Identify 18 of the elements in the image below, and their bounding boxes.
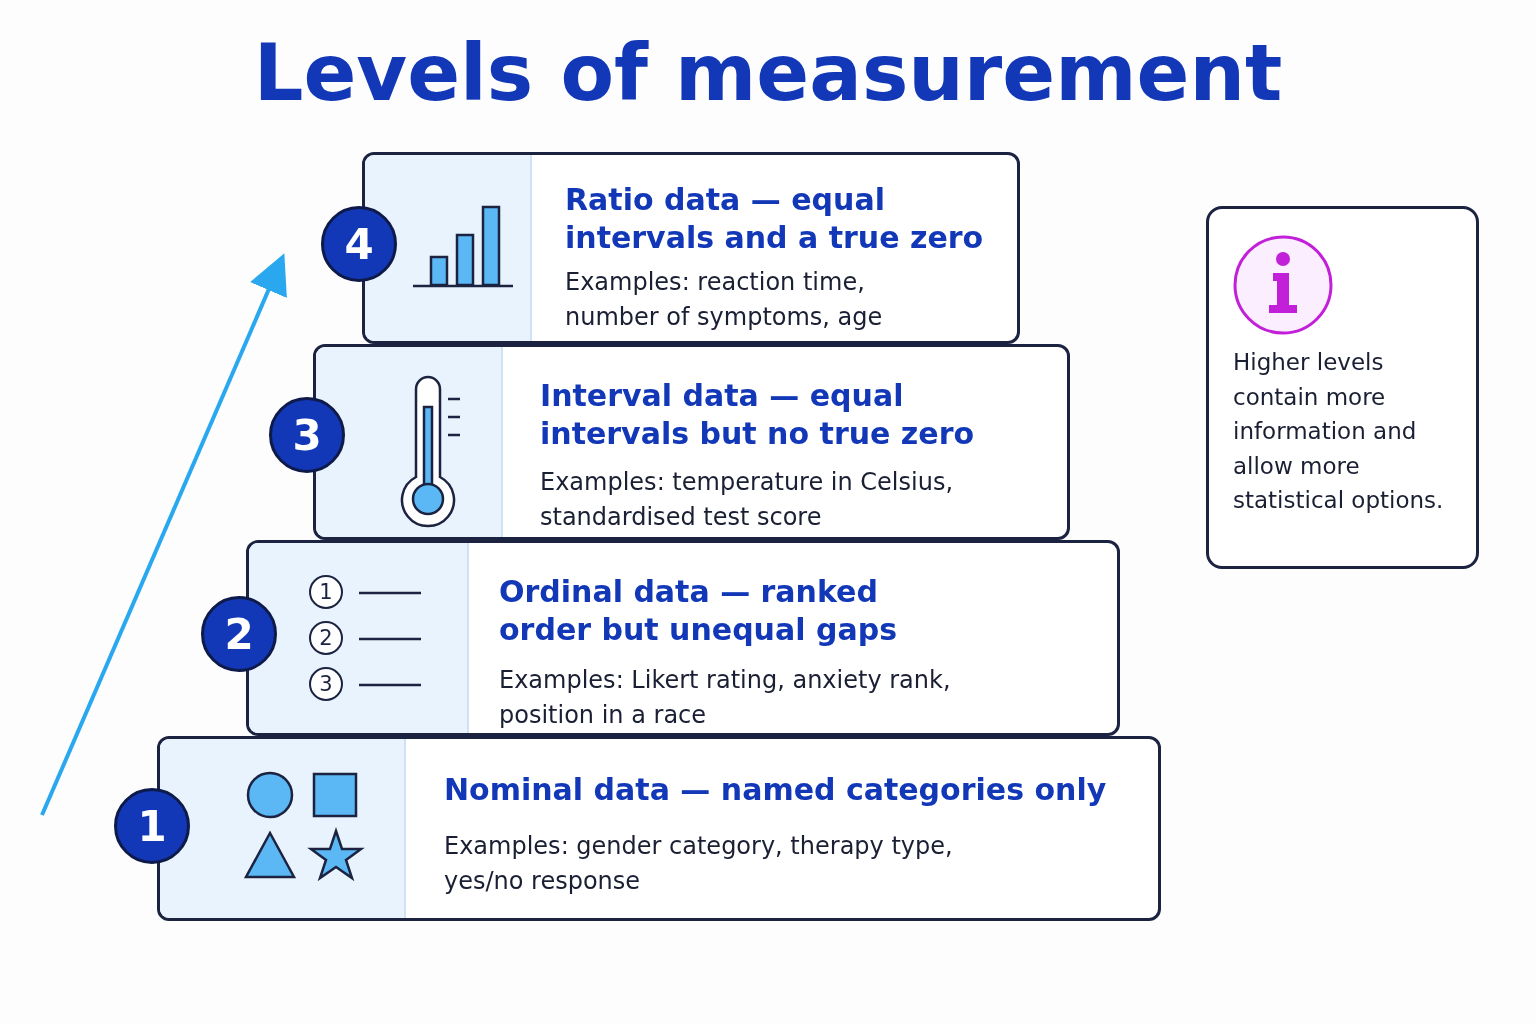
level-heading: Interval data — equal intervals but no true zero — [540, 377, 976, 452]
level-number-badge: 4 — [321, 206, 397, 282]
level-number-badge: 3 — [269, 397, 345, 473]
note-card — [1206, 206, 1479, 569]
examples-text: Examples: reaction time, number of symptoms, age — [565, 267, 884, 333]
level-number-badge: 2 — [201, 596, 277, 672]
note-text: Higher levels contain more information and allow more statistical options. — [1233, 348, 1445, 515]
list-number: 2 — [309, 621, 343, 655]
examples-text: Examples: gender category, therapy type, yes/no response — [444, 831, 954, 897]
title: Levels of measurement — [252, 28, 1284, 118]
list-number: 3 — [309, 667, 343, 701]
level-number-badge: 1 — [114, 788, 190, 864]
examples-text: Examples: temperature in Celsius, standardised test score — [540, 467, 955, 533]
level-heading: Ratio data — equal intervals and a true zero — [565, 181, 985, 256]
examples-text: Examples: Likert rating, anxiety rank, position in a race — [499, 665, 952, 731]
list-number: 1 — [309, 575, 343, 609]
level-heading: Nominal data — named categories only — [444, 771, 1108, 809]
level-heading: Ordinal data — ranked order but unequal gaps — [499, 573, 898, 648]
